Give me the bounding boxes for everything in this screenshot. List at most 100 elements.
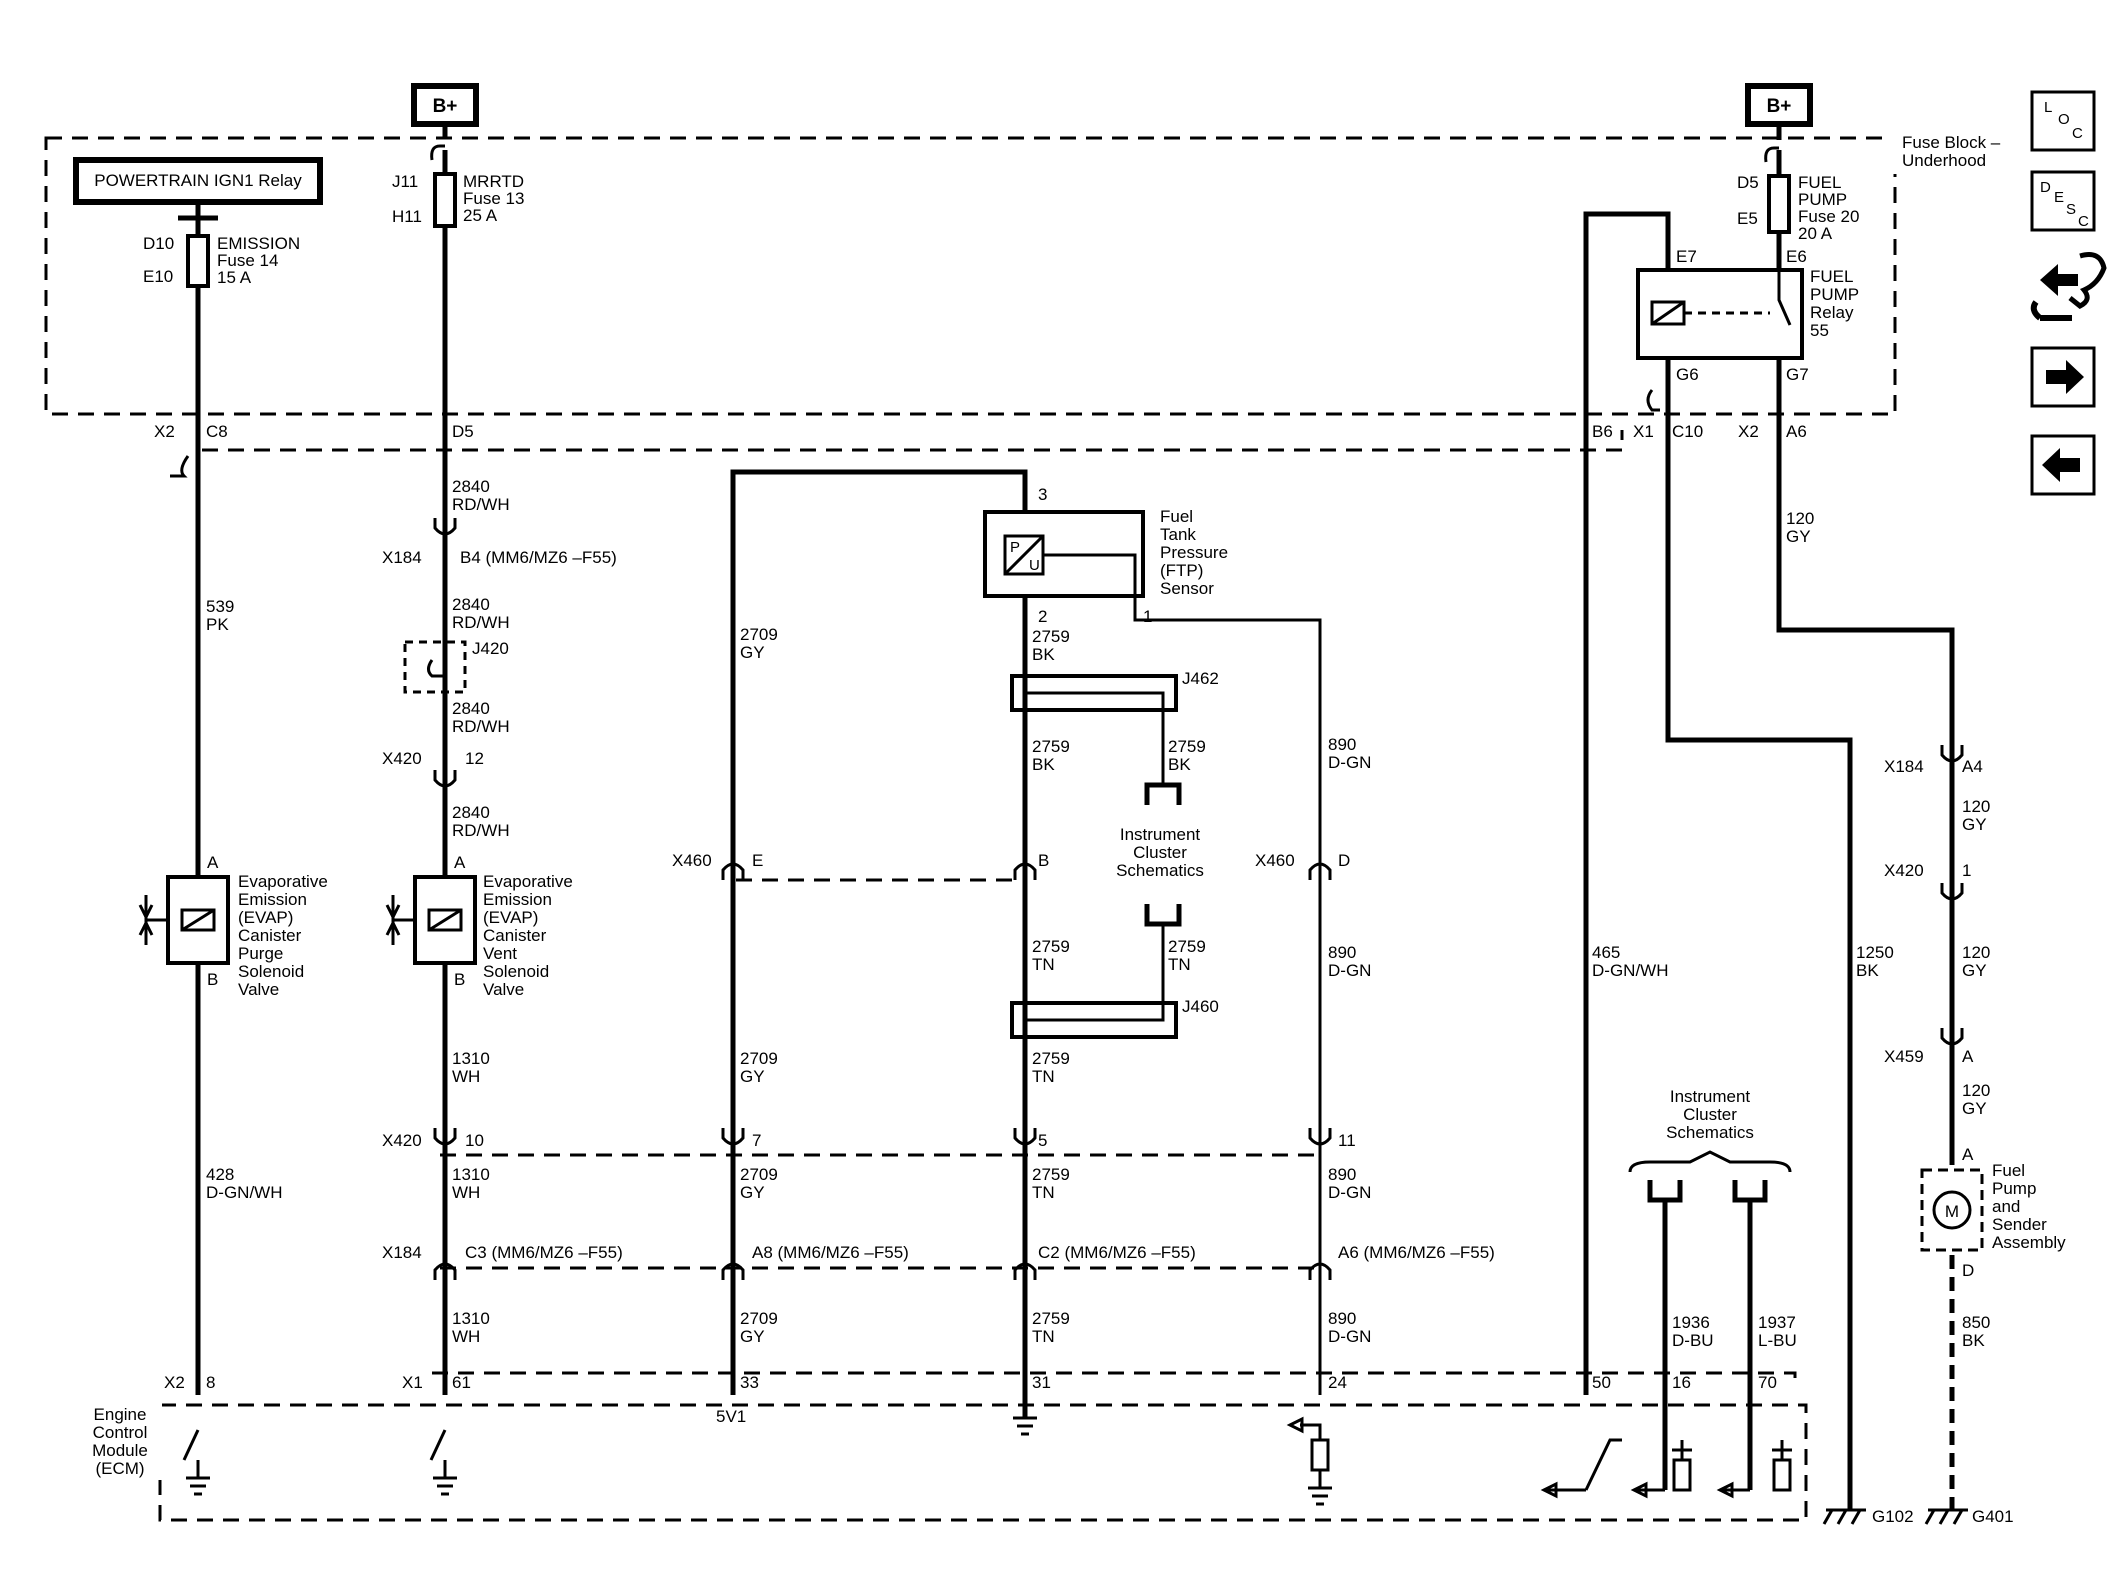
svg-text:Relay: Relay (1810, 303, 1854, 322)
svg-text:D-GN: D-GN (1328, 961, 1371, 980)
svg-text:GY: GY (740, 643, 765, 662)
svg-text:GY: GY (1962, 815, 1987, 834)
svg-text:1250: 1250 (1856, 943, 1894, 962)
description-button[interactable]: D E S C (2030, 170, 2096, 232)
svg-text:428: 428 (206, 1165, 234, 1184)
svg-text:12: 12 (465, 749, 484, 768)
svg-text:and: and (1992, 1197, 2020, 1216)
svg-text:2759: 2759 (1168, 937, 1206, 956)
svg-text:2759: 2759 (1032, 627, 1070, 646)
svg-text:X459: X459 (1884, 1047, 1924, 1066)
svg-text:D-GN: D-GN (1328, 1183, 1371, 1202)
svg-text:1310: 1310 (452, 1165, 490, 1184)
svg-text:TN: TN (1032, 1067, 1055, 1086)
svg-text:120: 120 (1786, 509, 1814, 528)
arrow-left-icon (2042, 448, 2080, 482)
svg-text:Fuse 20: Fuse 20 (1798, 207, 1859, 226)
location-button[interactable]: L O C (2030, 90, 2096, 152)
svg-text:2840: 2840 (452, 595, 490, 614)
svg-text:C: C (2078, 213, 2089, 230)
fuel-pump-column: X184 A4 120 GY X420 1 120 GY X459 A 120 … (1884, 745, 1990, 1510)
svg-text:2709: 2709 (740, 625, 778, 644)
svg-text:TN: TN (1032, 1183, 1055, 1202)
svg-text:Purge: Purge (238, 944, 283, 963)
ftp-sensor: P U 3 2 1 Fuel Tank Pressure (FTP) Senso… (983, 485, 1322, 1395)
svg-text:1310: 1310 (452, 1049, 490, 1068)
svg-text:Assembly: Assembly (1992, 1233, 2066, 1252)
svg-text:2: 2 (1038, 607, 1047, 626)
svg-text:2759: 2759 (1032, 1309, 1070, 1328)
svg-text:Fuse 13: Fuse 13 (463, 189, 524, 208)
svg-text:Tank: Tank (1160, 525, 1196, 544)
svg-text:X1: X1 (402, 1373, 423, 1392)
column-2759: J462 J460 2759 BK 2759 BK 2759 BK Instru… (1010, 596, 1219, 1436)
svg-text:A4: A4 (1962, 757, 1983, 776)
svg-text:25 A: 25 A (463, 206, 498, 225)
fuel-pump-relay-section: D5 E5 FUEL PUMP Fuse 20 20 A E7 E6 G6 G7… (1540, 124, 1955, 1499)
svg-text:D: D (1338, 851, 1350, 870)
svg-text:D-GN/WH: D-GN/WH (1592, 961, 1668, 980)
ecm-line4: (ECM) (95, 1459, 144, 1478)
svg-text:D-GN/WH: D-GN/WH (206, 1183, 282, 1202)
svg-text:E10: E10 (143, 267, 173, 286)
svg-text:890: 890 (1328, 735, 1356, 754)
svg-text:X184: X184 (382, 1243, 422, 1262)
ecm-module: Engine Control Module (ECM) (84, 1400, 1808, 1522)
svg-text:11: 11 (1338, 1131, 1356, 1150)
svg-text:Instrument: Instrument (1120, 825, 1201, 844)
svg-text:PUMP: PUMP (1810, 285, 1859, 304)
svg-text:M: M (1945, 1202, 1959, 1221)
svg-text:5V1: 5V1 (716, 1407, 746, 1426)
svg-text:C2 (MM6/MZ6 –F55): C2 (MM6/MZ6 –F55) (1038, 1243, 1196, 1262)
svg-text:GY: GY (740, 1183, 765, 1202)
svg-text:890: 890 (1328, 1309, 1356, 1328)
svg-text:FUEL: FUEL (1810, 267, 1853, 286)
fuel-pump-sender-assembly: M A D Fuel Pump and Sender Assembly (1920, 1145, 2066, 1280)
svg-text:B: B (454, 970, 465, 989)
svg-text:L: L (2044, 99, 2052, 116)
svg-text:A: A (1962, 1145, 1974, 1164)
svg-text:1: 1 (1962, 861, 1971, 880)
component-view-icon[interactable] (2030, 252, 2107, 321)
svg-text:Pump: Pump (1992, 1179, 2036, 1198)
svg-text:D: D (1962, 1261, 1974, 1280)
svg-text:70: 70 (1758, 1373, 1777, 1392)
svg-text:PK: PK (206, 615, 229, 634)
next-button[interactable] (2030, 346, 2096, 408)
ecm-line3: Module (92, 1441, 148, 1460)
svg-text:31: 31 (1032, 1373, 1051, 1392)
svg-text:Fuel: Fuel (1992, 1161, 2025, 1180)
svg-text:FUEL: FUEL (1798, 173, 1841, 192)
svg-text:G401: G401 (1972, 1507, 2014, 1526)
svg-text:(FTP): (FTP) (1160, 561, 1203, 580)
svg-text:120: 120 (1962, 943, 1990, 962)
svg-text:D: D (2040, 179, 2051, 196)
svg-text:PUMP: PUMP (1798, 190, 1847, 209)
svg-text:GY: GY (740, 1067, 765, 1086)
fuse-block-title: Fuse Block – (1902, 133, 2001, 152)
svg-text:X2: X2 (154, 422, 175, 441)
svg-text:TN: TN (1032, 1327, 1055, 1346)
svg-text:D5: D5 (1737, 173, 1759, 192)
svg-text:B+: B+ (1767, 96, 1792, 117)
svg-text:50: 50 (1592, 1373, 1611, 1392)
svg-text:RD/WH: RD/WH (452, 821, 510, 840)
svg-text:16: 16 (1672, 1373, 1691, 1392)
previous-button[interactable] (2030, 434, 2096, 496)
svg-text:D-BU: D-BU (1672, 1331, 1714, 1350)
svg-text:WH: WH (452, 1327, 480, 1346)
svg-text:D10: D10 (143, 234, 174, 253)
svg-text:S: S (2066, 201, 2076, 218)
bplus-left: B+ (411, 83, 479, 127)
powertrain-ign1-relay: POWERTRAIN IGN1 Relay (73, 157, 323, 205)
svg-text:D-GN: D-GN (1328, 753, 1371, 772)
svg-text:X2: X2 (1738, 422, 1759, 441)
svg-text:EMISSION: EMISSION (217, 234, 300, 253)
svg-text:Vent: Vent (483, 944, 517, 963)
svg-text:RD/WH: RD/WH (452, 717, 510, 736)
svg-text:RD/WH: RD/WH (452, 613, 510, 632)
svg-text:Cluster: Cluster (1683, 1105, 1737, 1124)
svg-text:2840: 2840 (452, 477, 490, 496)
svg-text:BK: BK (1032, 755, 1055, 774)
svg-text:Canister: Canister (483, 926, 547, 945)
